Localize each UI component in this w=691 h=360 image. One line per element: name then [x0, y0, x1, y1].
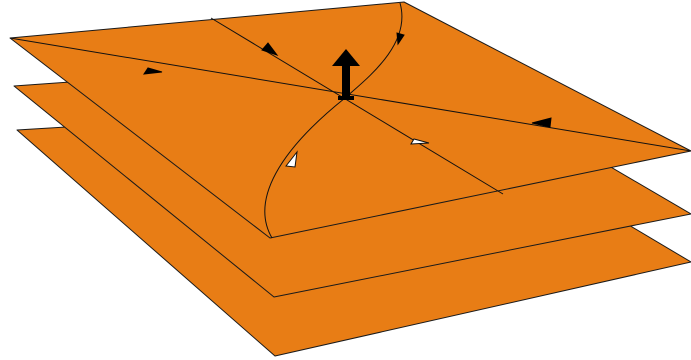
arrowhead-right [531, 117, 552, 128]
up-arrow-icon [332, 49, 360, 100]
upper-curve [344, 2, 403, 99]
up-arrow-base [338, 96, 354, 100]
diagonal-line-b [210, 17, 504, 195]
up-arrow-shaft [342, 63, 350, 100]
arrowhead-left [142, 67, 163, 75]
hollow-arrowhead-lower-curve [285, 150, 298, 168]
arrowhead-upper [261, 42, 279, 56]
up-arrow-head [332, 49, 360, 66]
diagonal-line-a [9, 37, 691, 152]
arrowhead-top-curve [396, 32, 405, 46]
top-plane [9, 1, 691, 239]
hollow-arrowheads [285, 138, 430, 168]
solid-arrowheads [142, 32, 552, 128]
hollow-arrowhead-center [410, 138, 430, 145]
lower-curve [264, 97, 346, 239]
flow-lines [9, 2, 691, 239]
